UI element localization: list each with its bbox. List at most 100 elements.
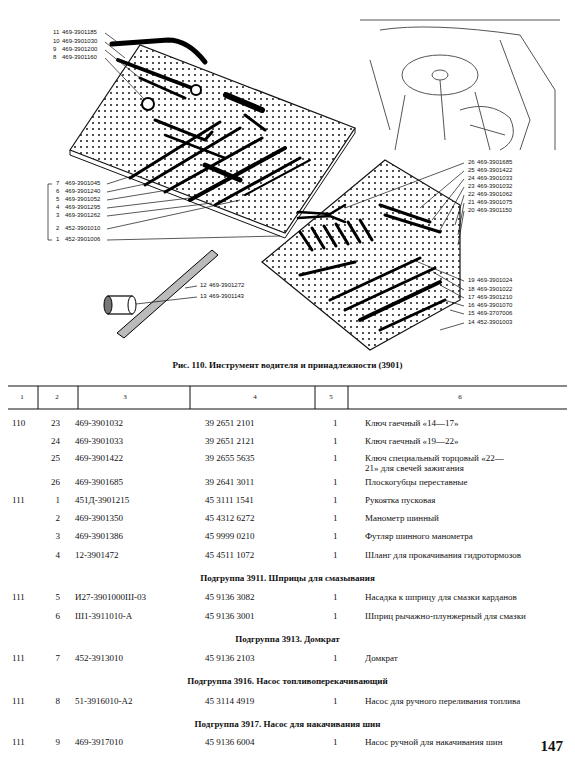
part-number: 469-3901143 bbox=[209, 293, 244, 300]
position-number: 23 bbox=[51, 418, 60, 428]
callout-number: 8 bbox=[53, 54, 56, 61]
code-number: 45 3114 4919 bbox=[205, 696, 254, 706]
part-name: Насос ручной для накачивания шин bbox=[365, 737, 502, 747]
part-number: 469-3901032 bbox=[477, 183, 512, 190]
callout-number: 17 bbox=[468, 294, 475, 301]
tools-left bbox=[112, 40, 310, 205]
callout-number: 22 bbox=[468, 191, 475, 198]
callout-number: 15 bbox=[468, 310, 475, 317]
quantity: 1 bbox=[333, 513, 338, 523]
column-number: 5 bbox=[329, 393, 333, 401]
part-name: Ключ гаечный «19—22» bbox=[365, 436, 459, 446]
column-number: 6 bbox=[458, 393, 462, 401]
part-number: 469-3901210 bbox=[477, 294, 512, 301]
part-number: 469-3901033 bbox=[75, 436, 123, 446]
position-number: 7 bbox=[56, 653, 61, 663]
part-number: 469-3901422 bbox=[477, 167, 512, 174]
part-number: 469-3901240 bbox=[65, 188, 100, 195]
position-number: 26 bbox=[51, 477, 60, 487]
part-number: 469-3901422 bbox=[75, 453, 123, 463]
quantity: 1 bbox=[333, 453, 338, 463]
code-number: 45 4511 1072 bbox=[205, 550, 254, 560]
position-number: 3 bbox=[56, 531, 61, 541]
quantity: 1 bbox=[333, 495, 338, 505]
part-number: 469-3901200 bbox=[62, 46, 97, 53]
position-number: 2 bbox=[56, 513, 61, 523]
part-number: 469-3901045 bbox=[65, 180, 100, 187]
callout-number: 14 bbox=[468, 319, 475, 326]
subgroup-heading: Подгруппа 3916. Насос топливоперекачиваю… bbox=[0, 676, 575, 686]
callout-number: 5 bbox=[56, 196, 59, 203]
figure-number: 111 bbox=[12, 495, 25, 505]
part-number: 452-3901003 bbox=[477, 319, 512, 326]
part-name: Рукоятка пусковая bbox=[365, 495, 435, 505]
cab-sketch bbox=[360, 20, 560, 150]
socket bbox=[104, 296, 136, 314]
code-number: 45 9136 6004 bbox=[205, 737, 255, 747]
tools-right bbox=[298, 205, 445, 330]
subgroup-heading: Подгруппа 3913. Домкрат bbox=[0, 634, 575, 644]
code-number: 45 9999 0210 bbox=[205, 531, 255, 541]
quantity: 1 bbox=[333, 611, 338, 621]
part-number: 469-3901070 bbox=[477, 302, 512, 309]
code-number: 45 3111 1541 bbox=[205, 495, 254, 505]
callout-number: 4 bbox=[56, 204, 59, 211]
quantity: 1 bbox=[333, 696, 338, 706]
figure-number: 111 bbox=[12, 737, 25, 747]
column-number: 1 bbox=[20, 393, 24, 401]
callout-number: 24 bbox=[468, 175, 475, 182]
callout-number: 13 bbox=[200, 293, 207, 300]
quantity: 1 bbox=[333, 418, 338, 428]
callout-number: 9 bbox=[53, 46, 56, 53]
code-number: 45 9136 3082 bbox=[205, 592, 255, 602]
column-number: 3 bbox=[123, 393, 127, 401]
callout-number: 21 bbox=[468, 199, 475, 206]
part-number: 469-3901052 bbox=[65, 196, 100, 203]
quantity: 1 bbox=[333, 550, 338, 560]
figure-number: 111 bbox=[12, 592, 25, 602]
callout-number: 10 bbox=[53, 38, 60, 45]
part-name: Ключ специальный торцовый «22—21» для св… bbox=[365, 453, 517, 474]
figure-number: 111 bbox=[12, 696, 25, 706]
part-number: 469-3901030 bbox=[62, 38, 97, 45]
quantity: 1 bbox=[333, 737, 338, 747]
code-number: 39 2651 2101 bbox=[205, 418, 255, 428]
position-number: 1 bbox=[56, 495, 61, 505]
part-name: Манометр шинный bbox=[365, 513, 439, 523]
part-number: 469-3901685 bbox=[75, 477, 123, 487]
position-number: 6 bbox=[56, 611, 61, 621]
callout-number: 18 bbox=[468, 286, 475, 293]
part-number: 469-3901295 bbox=[65, 204, 100, 211]
column-number: 4 bbox=[253, 393, 257, 401]
quantity: 1 bbox=[333, 592, 338, 602]
code-number: 45 9136 3001 bbox=[205, 611, 255, 621]
figure-number: 110 bbox=[12, 418, 25, 428]
callout-number: 26 bbox=[468, 159, 475, 166]
subgroup-heading: Подгруппа 3911. Шприцы для смазывания bbox=[0, 573, 575, 583]
position-number: 25 bbox=[51, 453, 60, 463]
part-number: 12-3901472 bbox=[75, 550, 119, 560]
callout-number: 7 bbox=[56, 180, 59, 187]
part-number: 452-3901010 bbox=[65, 225, 100, 232]
part-number: 469-3901032 bbox=[75, 418, 123, 428]
part-name: Насос для ручного переливания топлива bbox=[365, 696, 520, 706]
part-number: 469-3901386 bbox=[75, 531, 123, 541]
part-name: Шприц рычажно-плунжерный для смазки bbox=[365, 611, 526, 621]
position-number: 5 bbox=[56, 592, 61, 602]
part-name: Плоскогубцы переставные bbox=[365, 477, 468, 487]
code-number: 39 2655 5635 bbox=[205, 453, 255, 463]
callout-number: 11 bbox=[53, 29, 59, 36]
callout-number: 3 bbox=[56, 212, 59, 219]
callout-number: 23 bbox=[468, 183, 475, 190]
code-number: 45 4312 6272 bbox=[205, 513, 255, 523]
part-name: Футляр шинного манометра bbox=[365, 531, 473, 541]
leader-lines bbox=[48, 33, 464, 330]
part-number: 469-3901075 bbox=[477, 199, 512, 206]
part-name: Шланг для прокачивания гидротормозов bbox=[365, 550, 521, 560]
part-number: 452-3913010 bbox=[75, 653, 123, 663]
part-number: 469-3901033 bbox=[477, 175, 512, 182]
code-number: 39 2651 2121 bbox=[205, 436, 255, 446]
code-number: 45 9136 2103 bbox=[205, 653, 255, 663]
